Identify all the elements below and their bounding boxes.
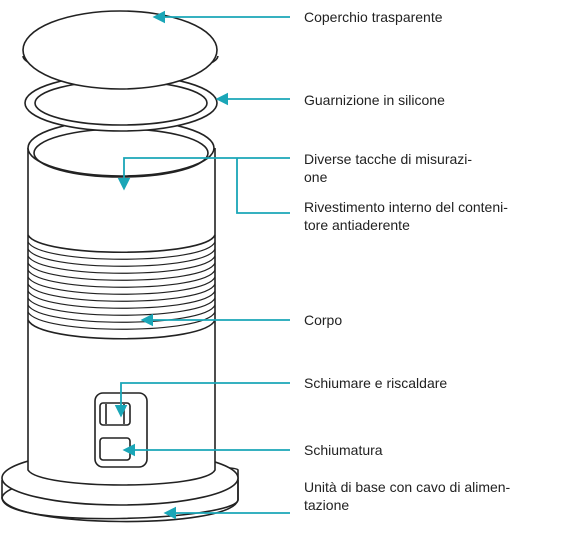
callout-marks [117, 157, 290, 191]
label-measurement-marks: Diverse tacche di misurazi- one [304, 150, 472, 186]
callout-froth-heat [114, 382, 290, 418]
label-base-unit-line1: Unità di base con cavo di alimen- [304, 479, 511, 495]
label-froth: Schiumatura [304, 442, 383, 458]
lid-shape [22, 10, 219, 90]
body-shape [27, 119, 216, 486]
body-ribs [27, 241, 216, 330]
label-froth-and-heat: Schiumare e riscaldare [304, 375, 448, 391]
label-gasket: Guarnizione in silicone [304, 92, 445, 108]
label-lid: Coperchio trasparente [304, 9, 443, 25]
label-nonstick-coating-line2: tore antiaderente [304, 217, 410, 233]
label-nonstick-coating-line1: Rivestimento interno del conteni- [304, 199, 508, 215]
callout-lines [114, 10, 290, 520]
callout-coating [236, 158, 290, 214]
label-base-unit-line2: tazione [304, 497, 350, 513]
label-measurement-marks-line2: one [304, 169, 328, 185]
label-measurement-marks-line1: Diverse tacche di misurazi- [304, 151, 473, 167]
label-nonstick-coating: Rivestimento interno del conteni- tore a… [304, 198, 508, 234]
label-base-unit: Unità di base con cavo di alimen- tazion… [304, 478, 510, 514]
label-body: Corpo [304, 312, 343, 328]
